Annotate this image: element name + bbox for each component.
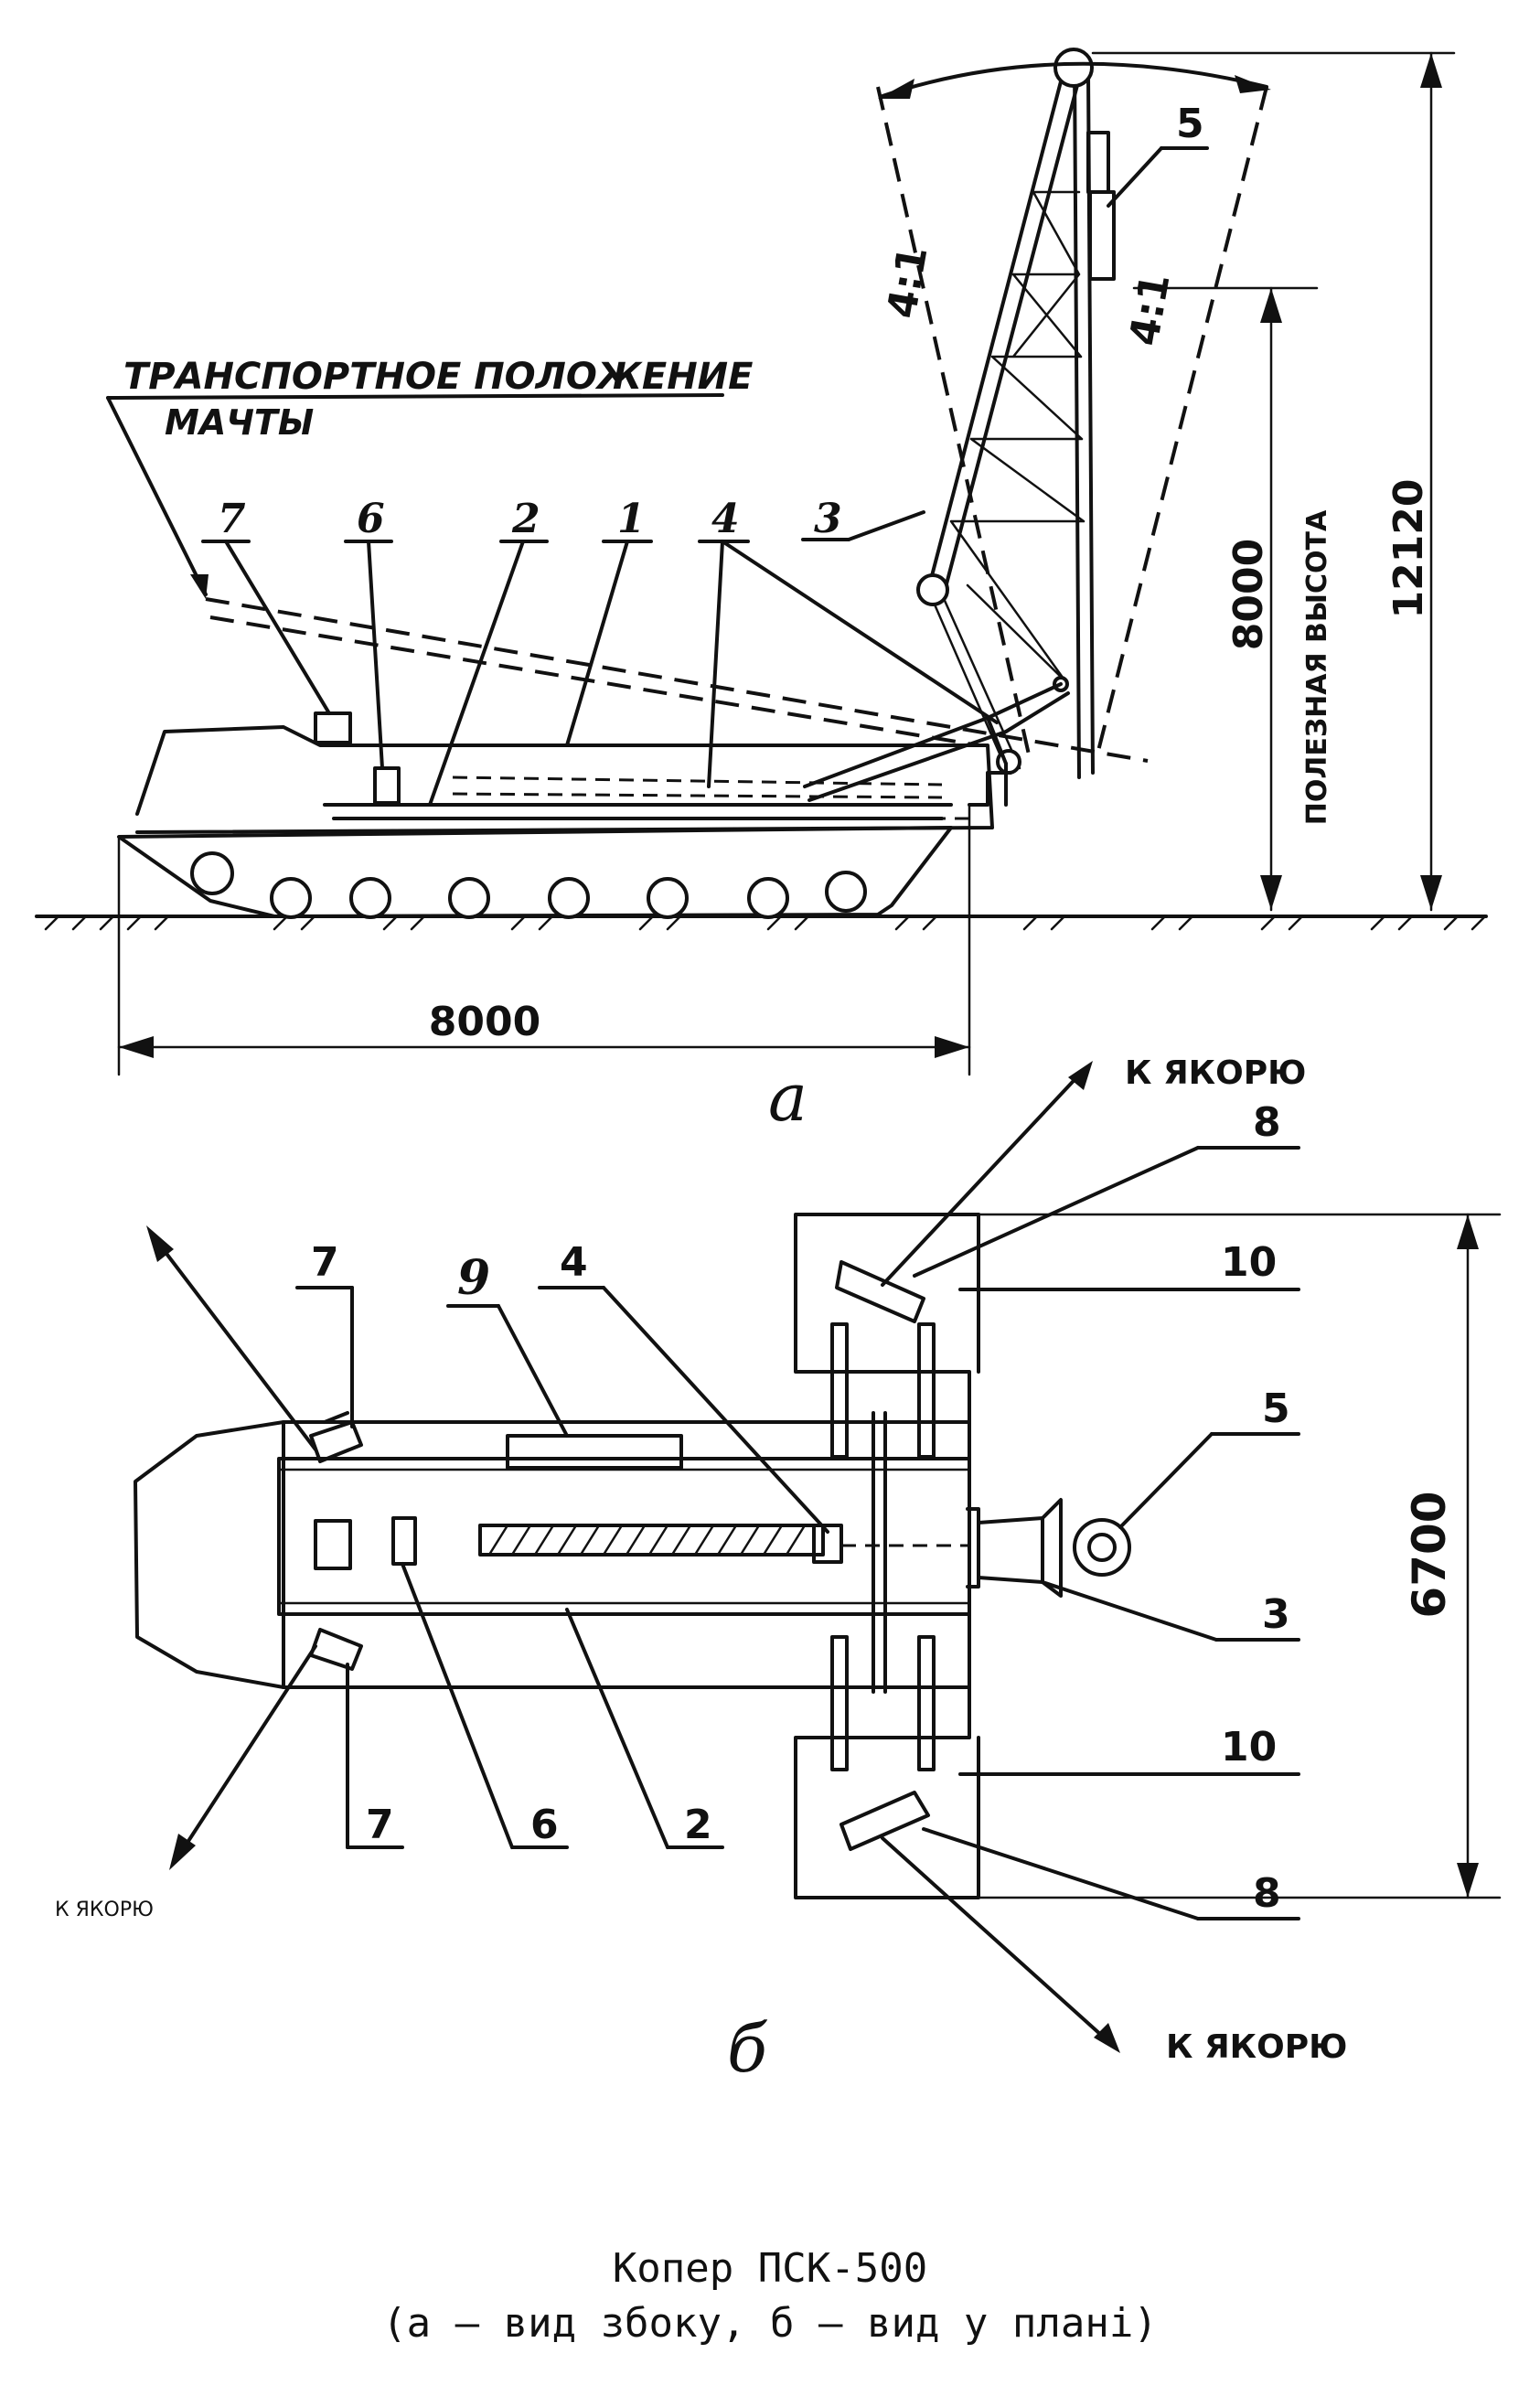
plan-cab [134, 1420, 285, 1689]
ground-hatching [44, 915, 1487, 931]
dim-length: 8000 [117, 803, 971, 1076]
outrigger-bottom [794, 1685, 980, 1899]
plan-mast-hatched [478, 1524, 969, 1564]
plan-box [314, 1519, 352, 1570]
mast-working [916, 48, 1116, 779]
callout-a-6: 6 [357, 496, 385, 542]
transport-label-line1: ТРАНСПОРТНОЕ ПОЛОЖЕНИЕ [123, 356, 753, 398]
dim-useful-height-label: 8000 [1225, 539, 1272, 650]
callout-a-7: 7 [218, 496, 246, 542]
mast-transport-dashed [205, 597, 1149, 820]
callout-b-4: 4 [560, 1239, 588, 1286]
platform-9 [506, 1434, 683, 1470]
callout-b-5: 5 [1262, 1385, 1290, 1432]
hammer-5 [1086, 131, 1110, 194]
figure-caption-line2: (а – вид збоку, б – вид у плані) [382, 2300, 1158, 2347]
callouts-a: 7 6 2 1 4 3 5 [201, 101, 1209, 807]
view-b-letter: б [727, 2010, 768, 2087]
winch-7 [314, 711, 352, 744]
transport-label-group: ТРАНСПОРТНОЕ ПОЛОЖЕНИЕ МАЧТЫ [106, 356, 753, 599]
anchor-cables [146, 1061, 1120, 2053]
callout-b-7-top: 7 [311, 1239, 339, 1286]
dim-width-label: 6700 [1403, 1491, 1456, 1618]
anchor-winches [309, 1260, 930, 1851]
callout-b-8-top: 8 [1253, 1099, 1281, 1146]
callout-b-7-bottom: 7 [366, 1802, 394, 1848]
plan-mast-head [966, 1507, 980, 1589]
transport-label-line2: МАЧТЫ [165, 402, 314, 443]
callout-a-5: 5 [1176, 101, 1204, 147]
callout-b-3: 3 [1262, 1591, 1290, 1638]
plan-hammer-5 [1073, 1518, 1131, 1577]
callout-a-3: 3 [814, 496, 842, 542]
hull-body [135, 725, 994, 834]
rear-frame [968, 771, 1012, 807]
slope-range: 4:1 4:1 [876, 61, 1271, 755]
view-a-letter: a [768, 1059, 807, 1136]
to-anchor-top: К ЯКОРЮ [1125, 1054, 1306, 1092]
useful-height-caption: ПОЛЕЗНАЯ ВЫСОТА [1301, 509, 1333, 825]
dim-total-height-label: 12120 [1385, 478, 1432, 618]
jacks-10 [830, 1322, 936, 1771]
mast-hinge [916, 573, 949, 606]
crawler-track [117, 826, 953, 918]
callout-b-10-top: 10 [1221, 1239, 1277, 1286]
mast-top-pulley [1053, 48, 1094, 88]
plan-winch-6 [391, 1516, 417, 1566]
dim-total-height: 12120 [1091, 51, 1456, 912]
callout-b-6: 6 [530, 1802, 559, 1848]
box-6 [373, 766, 401, 805]
outrigger-top [794, 1213, 980, 1424]
plan-view: К ЯКОРЮ К ЯКОРЮ К ЯКОРЮ 7 9 4 8 10 5 3 [55, 1054, 1502, 2087]
dim-length-label: 8000 [429, 999, 540, 1045]
callout-a-4: 4 [711, 496, 740, 542]
plan-frame [277, 1457, 971, 1616]
to-anchor-bottom: К ЯКОРЮ [1166, 2028, 1347, 2066]
track-wheels [190, 851, 867, 919]
dim-useful-height: 8000 ПОЛЕЗНАЯ ВЫСОТА [1132, 286, 1333, 912]
callout-b-10-bottom: 10 [1221, 1724, 1277, 1770]
boom-strut [803, 682, 1070, 807]
plan-head-bracket [977, 1516, 1044, 1584]
to-anchor-left: К ЯКОРЮ [55, 1899, 154, 1921]
figure-caption-line1: Копер ПСК-500 [612, 2245, 928, 2292]
callouts-b: 7 9 4 8 10 5 3 10 8 7 [295, 1099, 1300, 1920]
callout-b-2: 2 [684, 1802, 712, 1848]
callout-b-9: 9 [457, 1250, 490, 1306]
slope-right-label: 4:1 [1121, 270, 1180, 348]
callout-a-2: 2 [511, 496, 540, 542]
dim-width: 6700 [977, 1213, 1502, 1899]
callout-b-8-bottom: 8 [1253, 1870, 1281, 1917]
callout-a-1: 1 [617, 496, 646, 542]
side-view: 4:1 4:1 ТРАНСПОРТНОЕ ПОЛОЖЕНИЕ МАЧТЫ 7 6… [35, 48, 1488, 1136]
